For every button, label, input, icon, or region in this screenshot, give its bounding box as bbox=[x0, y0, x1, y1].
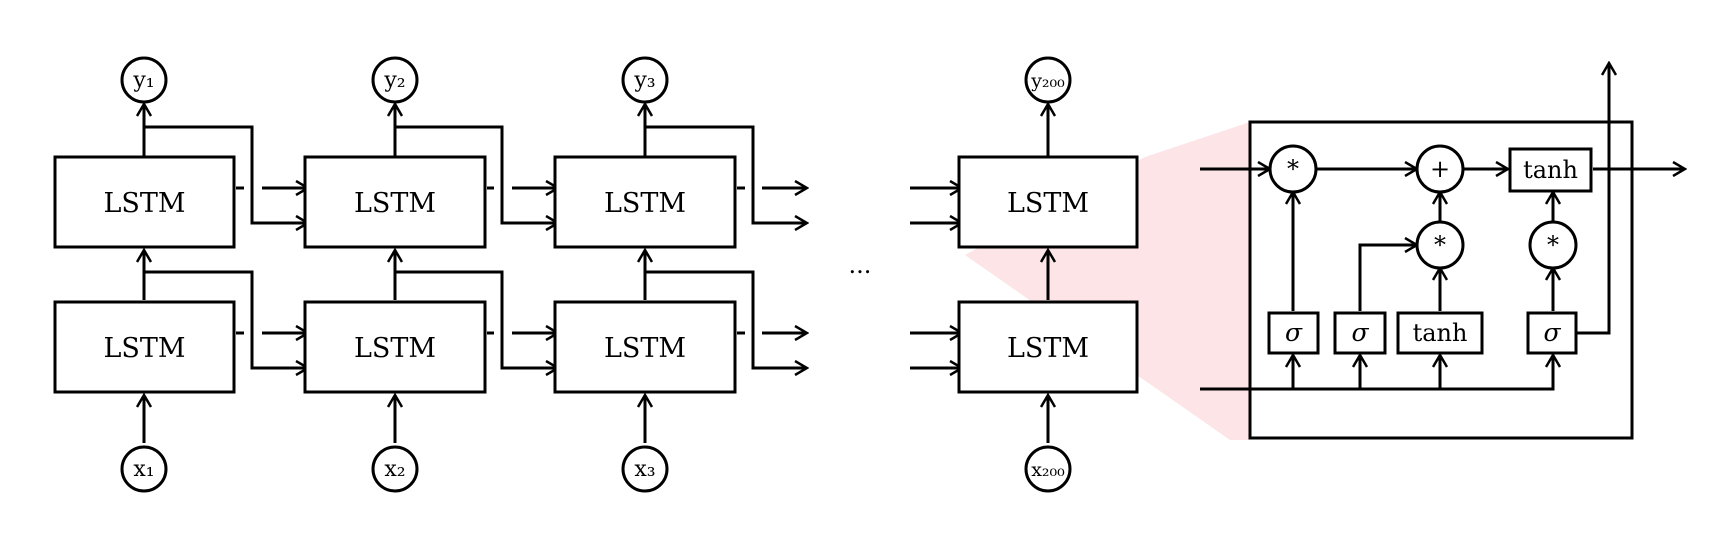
lstm-label: LSTM bbox=[103, 188, 185, 219]
output-multiply-node: * bbox=[1528, 220, 1578, 270]
lstm-label: LSTM bbox=[1007, 188, 1089, 219]
output-node-200: y₂₀₀ bbox=[1024, 56, 1072, 104]
recurrent-connections bbox=[144, 104, 1048, 443]
lstm-label: LSTM bbox=[354, 333, 436, 364]
output-node-1: y₁ bbox=[120, 56, 168, 104]
input-multiply-node: * bbox=[1415, 220, 1465, 270]
input-node-2: x₂ bbox=[371, 445, 419, 493]
output-node-2: y₂ bbox=[371, 56, 419, 104]
sigmoid-symbol: σ bbox=[1351, 318, 1369, 347]
forget-multiply-node: * bbox=[1268, 144, 1318, 194]
lstm-upper-2: LSTM bbox=[303, 155, 487, 249]
lstm-label: LSTM bbox=[354, 188, 436, 219]
lstm-lower-3: LSTM bbox=[553, 300, 737, 394]
lstm-label: LSTM bbox=[604, 333, 686, 364]
sigmoid-symbol: σ bbox=[1543, 318, 1561, 347]
tanh-label: tanh bbox=[1413, 319, 1468, 347]
tanh-label: tanh bbox=[1523, 156, 1578, 184]
lstm-label: LSTM bbox=[103, 333, 185, 364]
multiply-symbol: * bbox=[1434, 231, 1446, 259]
output-label: y₂₀₀ bbox=[1030, 70, 1065, 92]
add-symbol: + bbox=[1430, 155, 1450, 183]
input-node-1: x₁ bbox=[120, 445, 168, 493]
input-label: x₂₀₀ bbox=[1031, 459, 1065, 481]
multiply-symbol: * bbox=[1547, 231, 1559, 259]
cell-add-node: + bbox=[1415, 144, 1465, 194]
lstm-upper-3: LSTM bbox=[553, 155, 737, 249]
forget-gate-sigmoid: σ bbox=[1267, 311, 1320, 355]
output-gate-sigmoid: σ bbox=[1526, 311, 1578, 355]
cell-tanh-box: tanh bbox=[1508, 147, 1593, 193]
multiply-symbol: * bbox=[1287, 155, 1299, 183]
input-node-3: x₃ bbox=[621, 445, 669, 493]
cell-border bbox=[1248, 120, 1634, 440]
lstm-label: LSTM bbox=[604, 188, 686, 219]
lstm-label: LSTM bbox=[1007, 333, 1089, 364]
input-label: x₃ bbox=[634, 457, 655, 482]
lstm-lower-1: LSTM bbox=[53, 300, 236, 394]
output-node-3: y₃ bbox=[621, 56, 669, 104]
output-label: y₃ bbox=[633, 68, 655, 93]
lstm-lower-200: LSTM bbox=[957, 300, 1139, 394]
lstm-upper-200: LSTM bbox=[957, 155, 1139, 249]
lstm-lower-2: LSTM bbox=[303, 300, 487, 394]
candidate-tanh-box: tanh bbox=[1396, 311, 1484, 355]
input-gate-sigmoid: σ bbox=[1333, 311, 1387, 355]
input-label: x₂ bbox=[384, 457, 405, 482]
output-label: y₁ bbox=[132, 68, 154, 93]
sigmoid-symbol: σ bbox=[1285, 318, 1303, 347]
input-label: x₁ bbox=[133, 457, 154, 482]
zoom-highlight-wedge bbox=[965, 122, 1250, 440]
lstm-cell-detail: * + * * tanh σ σ tanh bbox=[1200, 63, 1685, 440]
input-node-200: x₂₀₀ bbox=[1024, 445, 1072, 493]
output-label: y₂ bbox=[383, 68, 405, 93]
sequence-ellipsis: ... bbox=[849, 251, 872, 279]
lstm-upper-1: LSTM bbox=[53, 155, 236, 249]
